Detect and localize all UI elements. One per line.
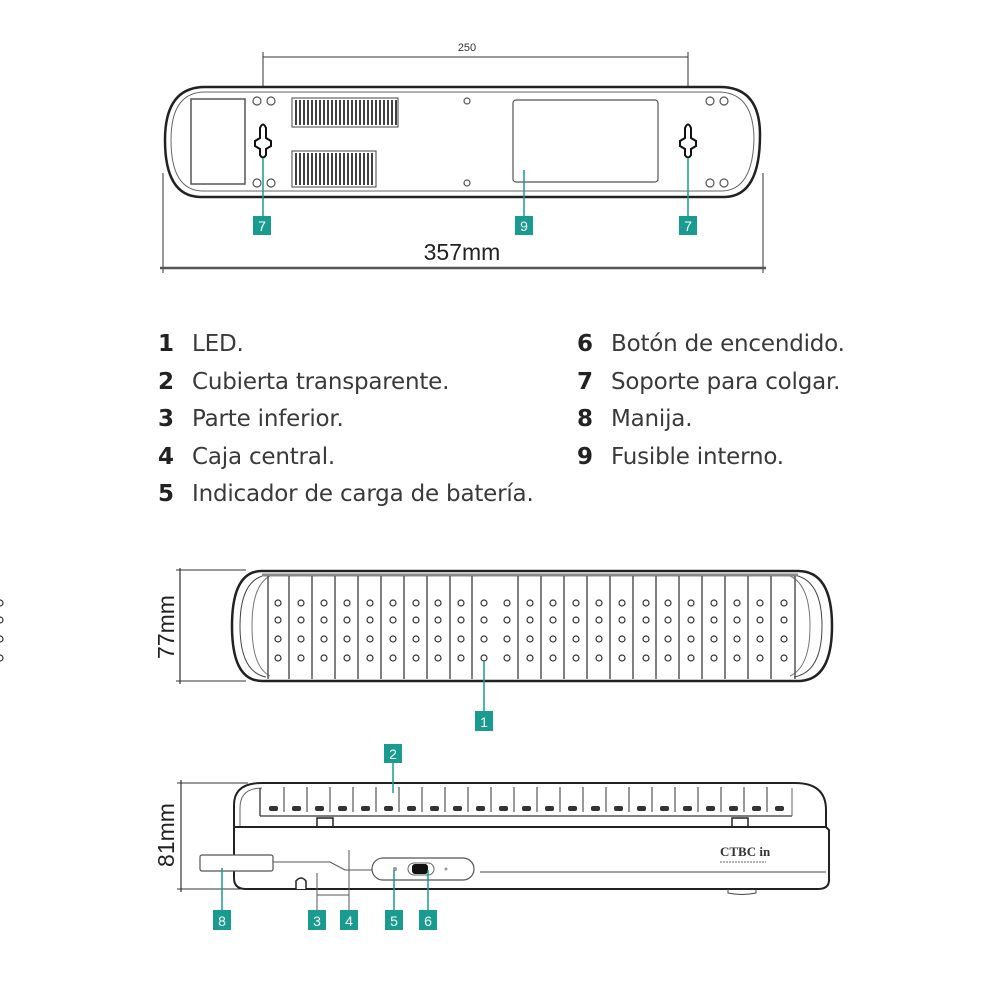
callout-8: 8: [213, 910, 231, 930]
callout-4: 4: [340, 910, 358, 930]
svg-text:7: 7: [684, 218, 692, 234]
callout-6: 6: [419, 910, 437, 930]
brand-logo: CTBC in: [720, 844, 771, 859]
svg-text:5: 5: [390, 913, 398, 929]
vent-grille-bottom: [291, 150, 377, 188]
callout-1: 1: [475, 711, 493, 731]
svg-text:6: 6: [424, 913, 432, 929]
svg-text:3: 3: [313, 913, 321, 929]
svg-text:9: 9: [520, 218, 528, 234]
dimension-81mm-label: 81mm: [153, 803, 179, 867]
callout-2: 2: [384, 744, 402, 763]
svg-text:4: 4: [345, 913, 353, 929]
svg-text:8: 8: [218, 913, 226, 929]
dimension-250-label: 250: [458, 42, 476, 54]
svg-text:7: 7: [258, 218, 266, 234]
top-view-diagram: 250 7: [160, 42, 766, 273]
battery-indicator: [393, 867, 397, 871]
dimension-77mm-label: 77mm: [153, 595, 179, 659]
dimension-357mm-label: 357mm: [424, 239, 501, 265]
callout-7-left: 7: [253, 216, 271, 235]
handle: [199, 854, 274, 872]
hanger-keyhole-left: [254, 123, 272, 159]
svg-text:1: 1: [480, 714, 488, 730]
fuse-window: [512, 99, 659, 183]
vent-grille-top: [291, 97, 399, 128]
callout-9: 9: [515, 216, 533, 235]
callout-5: 5: [385, 910, 403, 930]
svg-text:2: 2: [389, 746, 397, 762]
hanger-keyhole-right: [679, 123, 697, 159]
callout-7-right: 7: [679, 216, 697, 235]
power-switch: [412, 864, 428, 874]
led-array: [0, 599, 788, 662]
control-panel: [371, 857, 475, 881]
callout-3: 3: [308, 910, 326, 930]
